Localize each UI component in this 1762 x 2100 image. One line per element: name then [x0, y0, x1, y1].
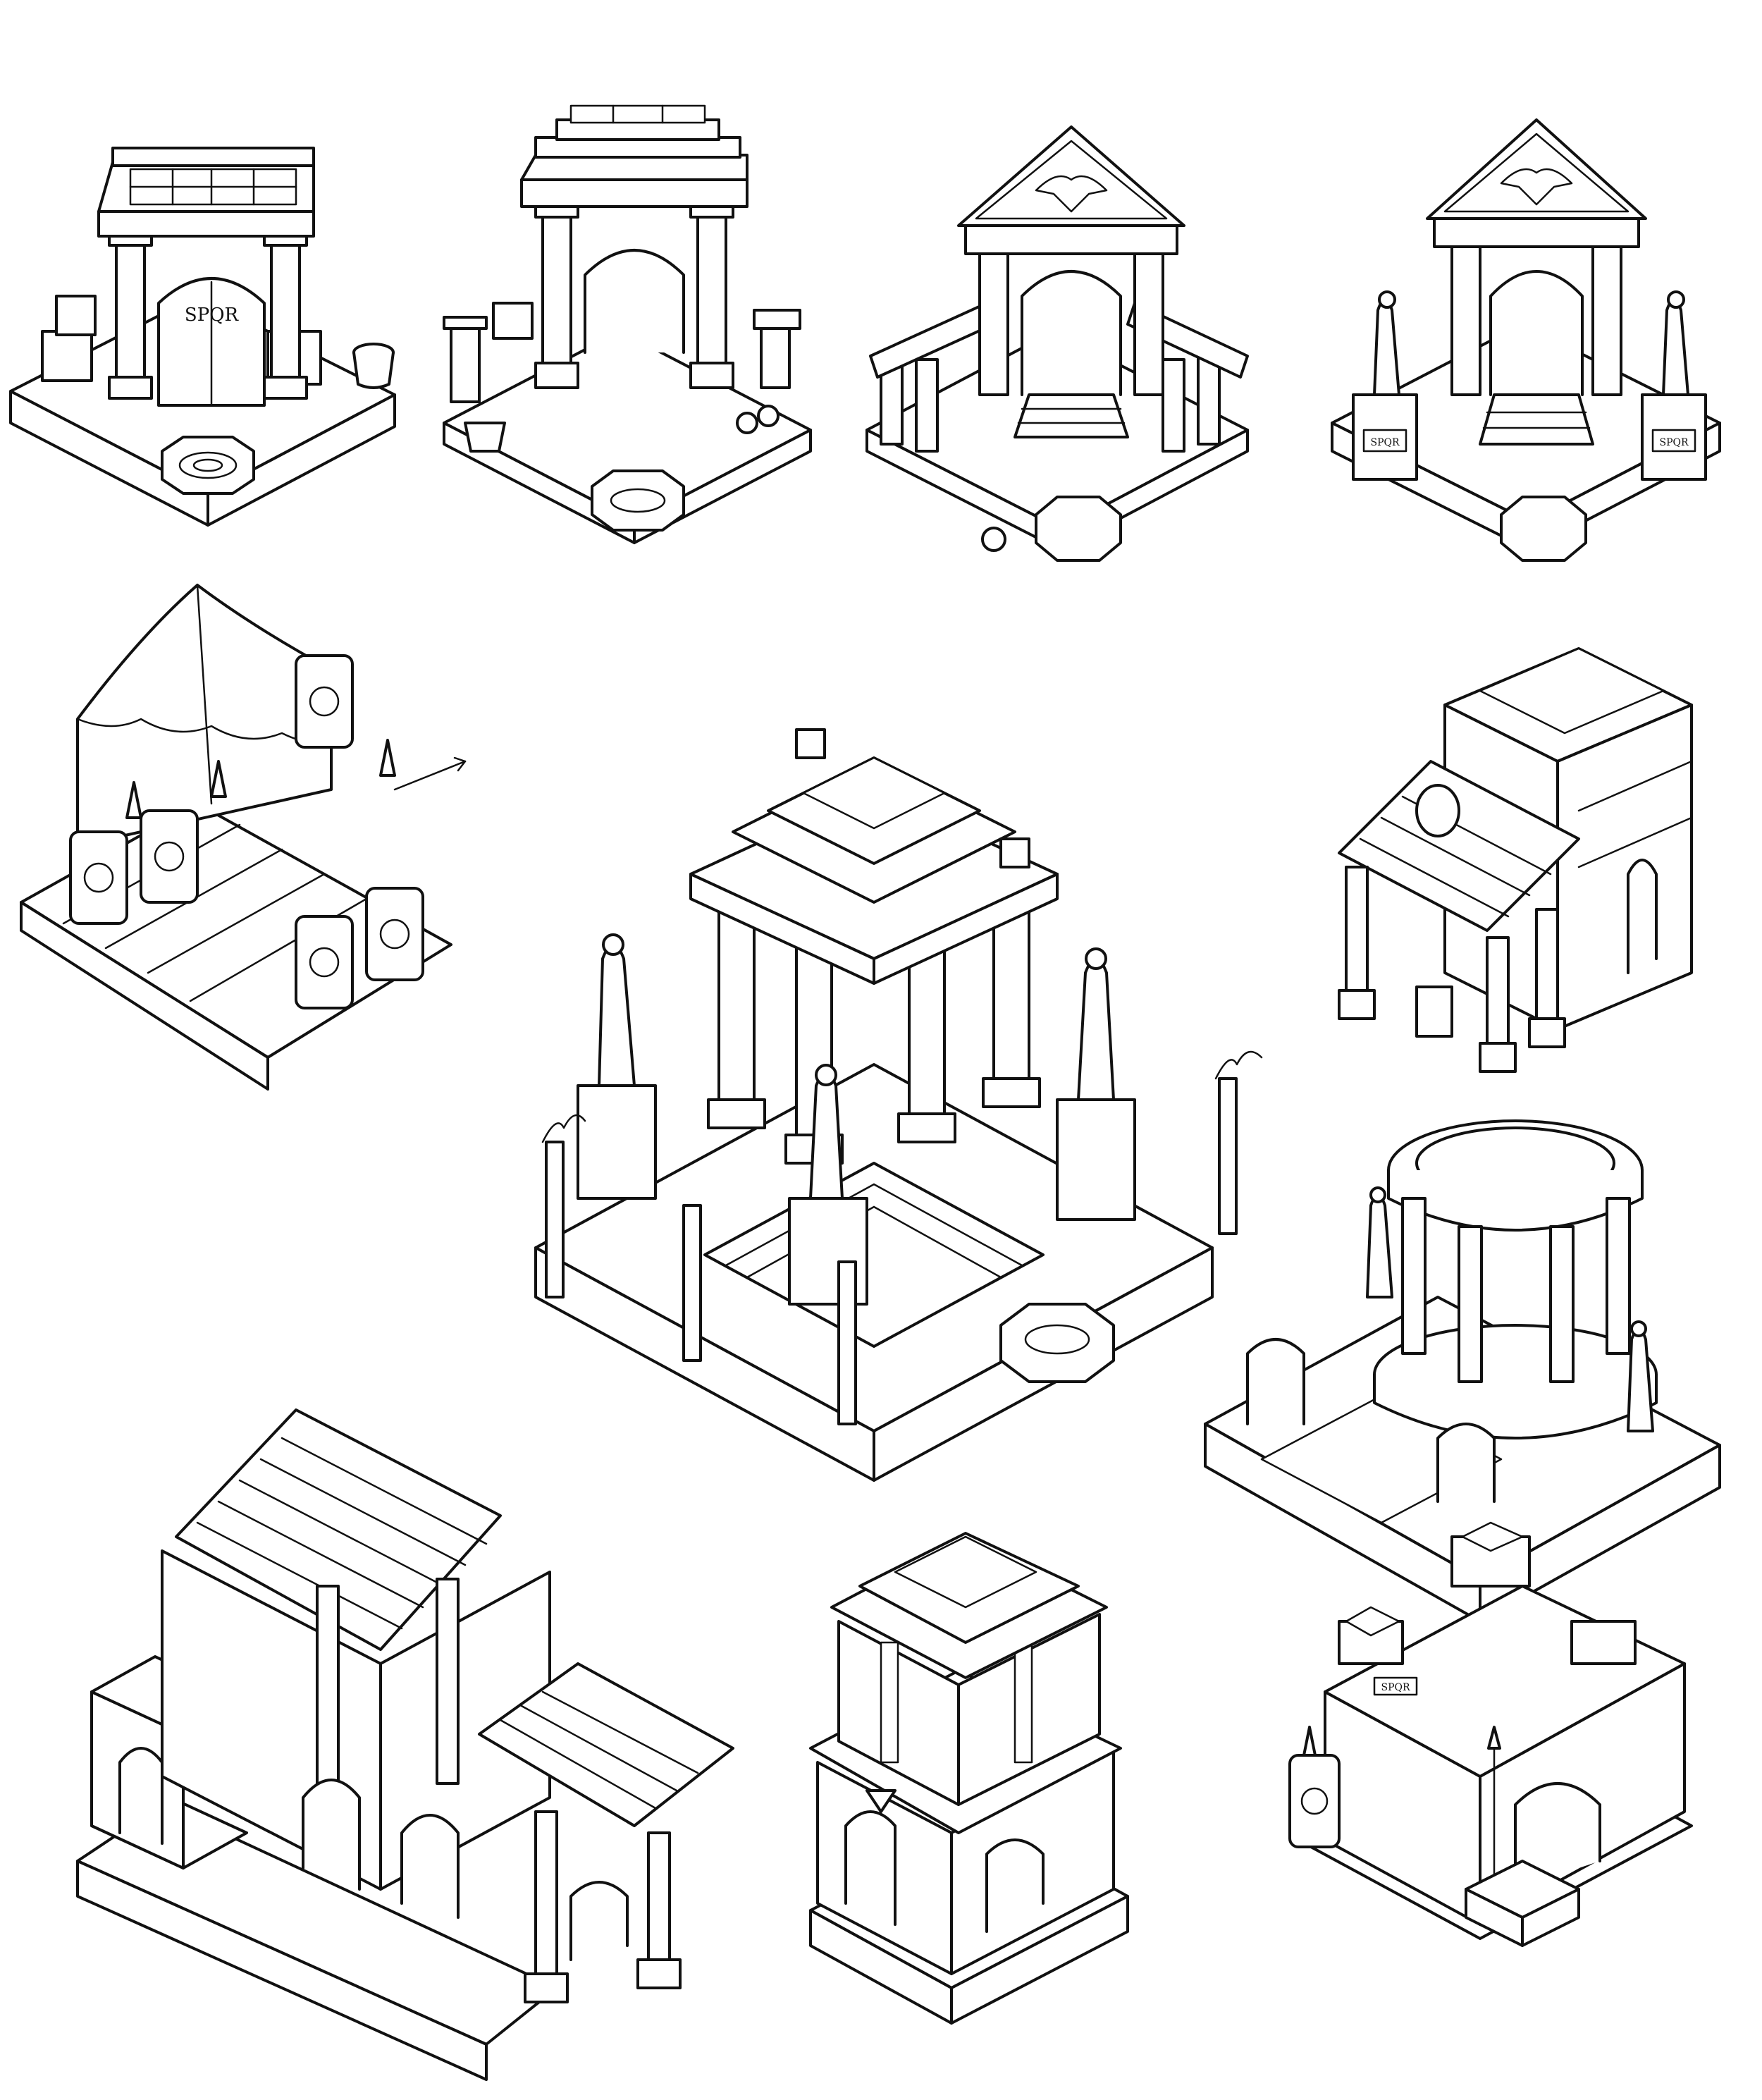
grand-temple [534, 728, 1263, 1482]
temple-stage-3 [865, 125, 1249, 562]
plaque-right: SPQR [1659, 437, 1688, 448]
temple-stage-1: SPQR [9, 147, 396, 527]
plaque-left: SPQR [1370, 437, 1399, 448]
shrine-gable [1338, 647, 1693, 1073]
spqr-motto: SPQR [185, 305, 240, 326]
armory-plaque: SPQR [1381, 1682, 1410, 1693]
basilica [76, 1408, 734, 2081]
temple-stage-4: SPQR SPQR [1331, 118, 1721, 562]
tower-pavilion [809, 1532, 1129, 2025]
rotunda-garden [1204, 1119, 1721, 1623]
armory: SPQR [1288, 1521, 1693, 1947]
temple-stage-2 [443, 104, 812, 544]
barracks-tent [20, 584, 467, 1091]
